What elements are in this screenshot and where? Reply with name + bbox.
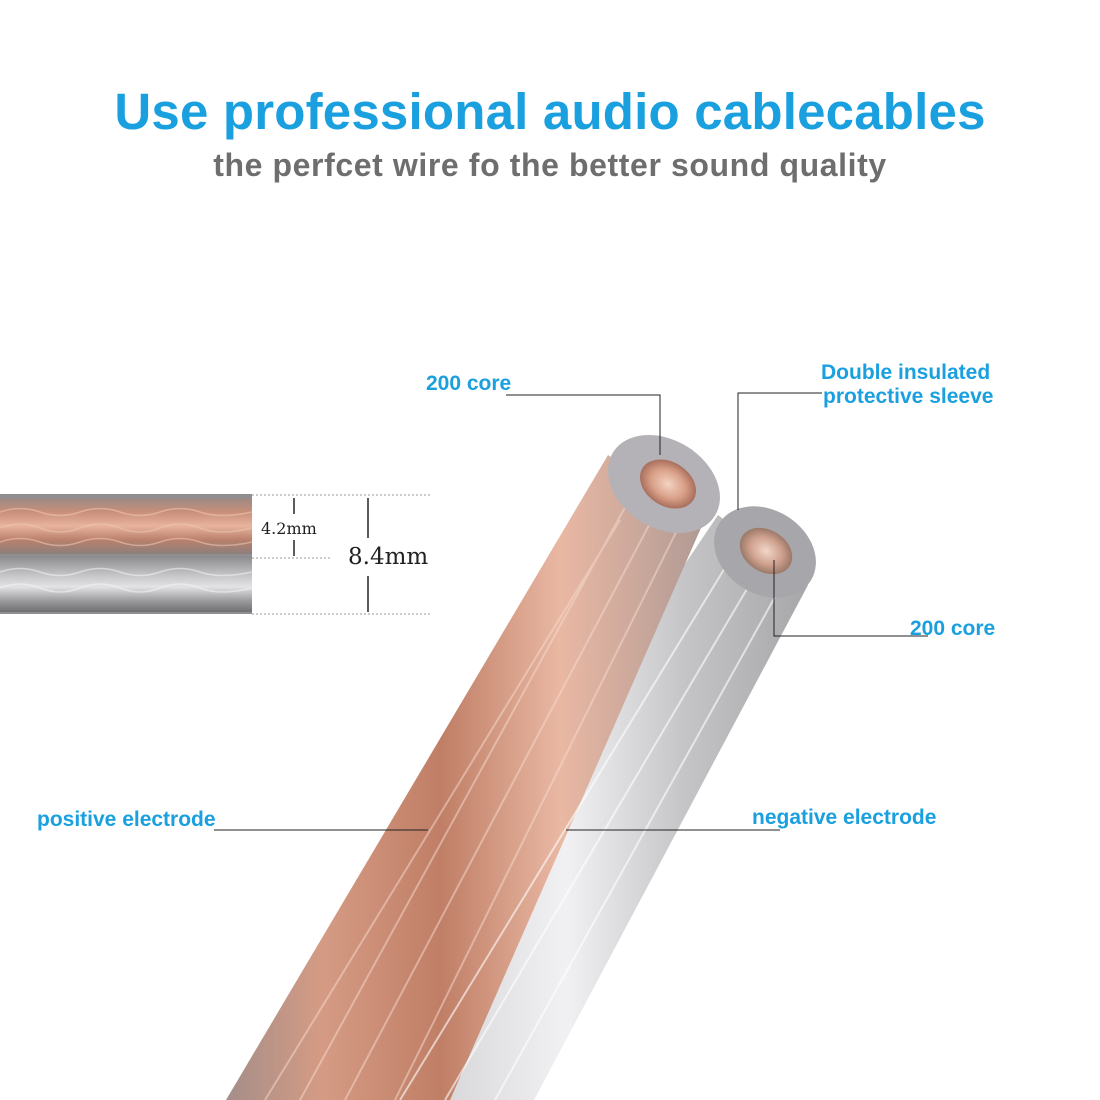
copper-core-end xyxy=(640,459,696,509)
leader-core-right xyxy=(773,560,928,637)
label-negative-electrode: negative electrode xyxy=(752,806,937,829)
label-sleeve-line1: Double insulated xyxy=(821,361,991,384)
leader-lines xyxy=(214,392,928,831)
dimension-8-4mm: 8.4mm xyxy=(348,544,429,570)
cable-diagonal xyxy=(226,434,816,1100)
leader-sleeve xyxy=(737,392,822,510)
page-subtitle: the perfcet wire fo the better sound qua… xyxy=(213,147,887,183)
copper-cable-body xyxy=(226,455,704,1100)
page-title: Use professional audio cablecables xyxy=(114,83,986,140)
silver-conductor-side xyxy=(0,556,252,612)
label-sleeve-line2: protective sleeve xyxy=(823,385,994,408)
cable-side-view xyxy=(0,494,253,614)
dimension-4-2mm: 4.2mm xyxy=(261,519,317,538)
label-positive-electrode: positive electrode xyxy=(37,808,216,831)
leader-core-top xyxy=(506,394,661,455)
silver-core-end xyxy=(739,527,793,575)
label-core-right: 200 core xyxy=(910,617,996,640)
dimension-markers xyxy=(252,494,430,615)
label-core-top: 200 core xyxy=(426,372,512,395)
